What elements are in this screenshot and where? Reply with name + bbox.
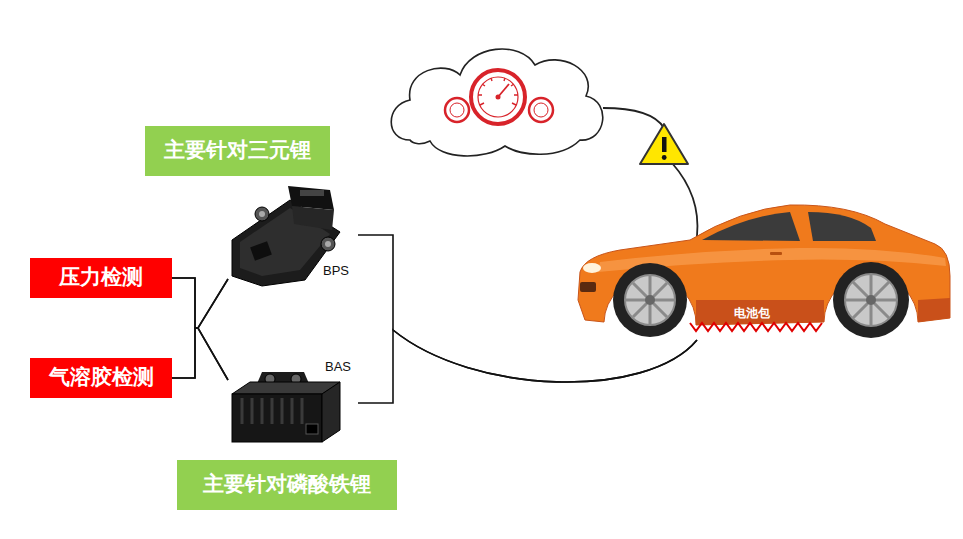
car-body <box>578 205 950 325</box>
headlight <box>583 263 601 273</box>
car-skirt <box>696 300 824 325</box>
sensor-name: BPS <box>323 263 349 279</box>
bas-sensor <box>232 372 340 442</box>
car-window <box>702 212 800 241</box>
car-node: 电池包 <box>575 200 953 340</box>
connector-line <box>358 235 697 382</box>
gauge-small <box>445 98 553 122</box>
box-label: 主要针对三元锂 <box>164 138 311 163</box>
box-label: 压力检测 <box>59 265 143 290</box>
target-note: 主要针对三元锂 <box>145 126 330 176</box>
car <box>578 205 950 338</box>
gauge-large <box>471 70 525 124</box>
detection-box: 气溶胶检测 <box>30 358 172 398</box>
grille <box>580 282 596 292</box>
connector-line <box>358 330 697 403</box>
battery-zigzag <box>690 323 822 331</box>
cloud <box>391 49 603 156</box>
connector-line <box>172 278 228 328</box>
signal-line <box>672 163 697 236</box>
warning-triangle <box>640 124 688 164</box>
sensor-node: BAS <box>228 358 358 448</box>
connector-line <box>172 278 228 380</box>
detection-box: 压力检测 <box>30 258 172 298</box>
part-label: 电池包 <box>734 306 770 320</box>
sensor-name: BAS <box>325 359 351 375</box>
box-label: 主要针对磷酸铁锂 <box>203 472 371 497</box>
car-skirt <box>918 298 950 322</box>
sensor-node: BPS <box>228 185 358 285</box>
connector-line <box>172 328 228 380</box>
connector-line <box>172 279 228 378</box>
wheel <box>833 262 909 338</box>
target-note: 主要针对磷酸铁锂 <box>177 460 397 510</box>
signal-line <box>603 108 664 128</box>
wheel <box>613 263 687 337</box>
door-handle <box>770 252 782 255</box>
car-window <box>808 212 876 241</box>
box-label: 气溶胶检测 <box>49 365 154 390</box>
